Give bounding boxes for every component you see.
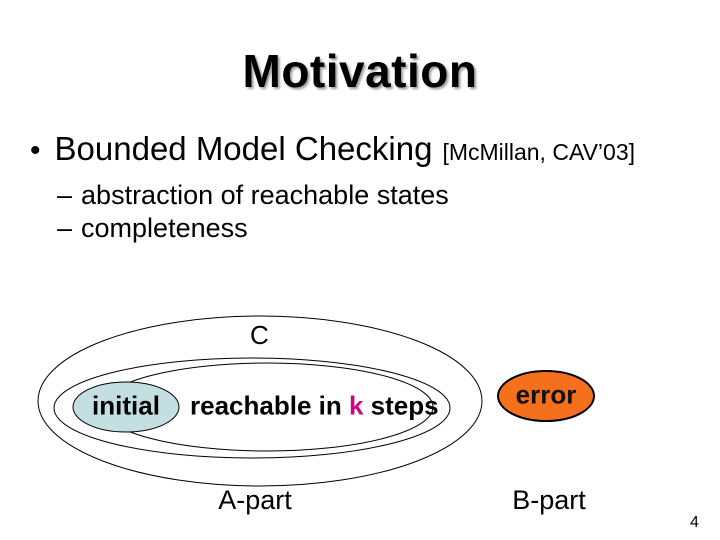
- sub-bullet-abstraction: – abstraction of reachable states: [57, 180, 449, 211]
- bullet-item-bounded-model-checking: • Bounded Model Checking [McMillan, CAV’…: [30, 130, 635, 168]
- bullet-icon: •: [30, 134, 41, 167]
- outer-set-label: C: [250, 320, 269, 350]
- error-states-ellipse: [497, 370, 595, 422]
- outer-set-ellipse: [37, 315, 483, 487]
- reachable-text-post: steps: [363, 390, 439, 421]
- page-number: 4: [690, 514, 699, 531]
- middle-set-ellipse: [53, 357, 451, 459]
- slide-title: Motivation: [242, 45, 478, 97]
- dash-icon: –: [57, 213, 73, 243]
- sub-bullet-text: completeness: [81, 213, 248, 243]
- initial-states-label: initial: [92, 390, 160, 421]
- reachable-text-pre: reachable in: [190, 390, 349, 421]
- reachable-states-label: reachable in k steps: [190, 390, 439, 421]
- dash-icon: –: [57, 180, 73, 210]
- a-part-label: A-part: [218, 485, 292, 515]
- initial-states-ellipse: [72, 381, 180, 433]
- sub-bullet-completeness: – completeness: [57, 213, 248, 244]
- sub-bullet-text: abstraction of reachable states: [81, 180, 449, 210]
- error-states-label: error: [515, 379, 577, 410]
- b-part-label: B-part: [512, 485, 586, 515]
- bullet-text: Bounded Model Checking: [54, 130, 433, 167]
- citation-text: [McMillan, CAV’03]: [442, 139, 636, 165]
- k-steps-variable: k: [348, 390, 364, 421]
